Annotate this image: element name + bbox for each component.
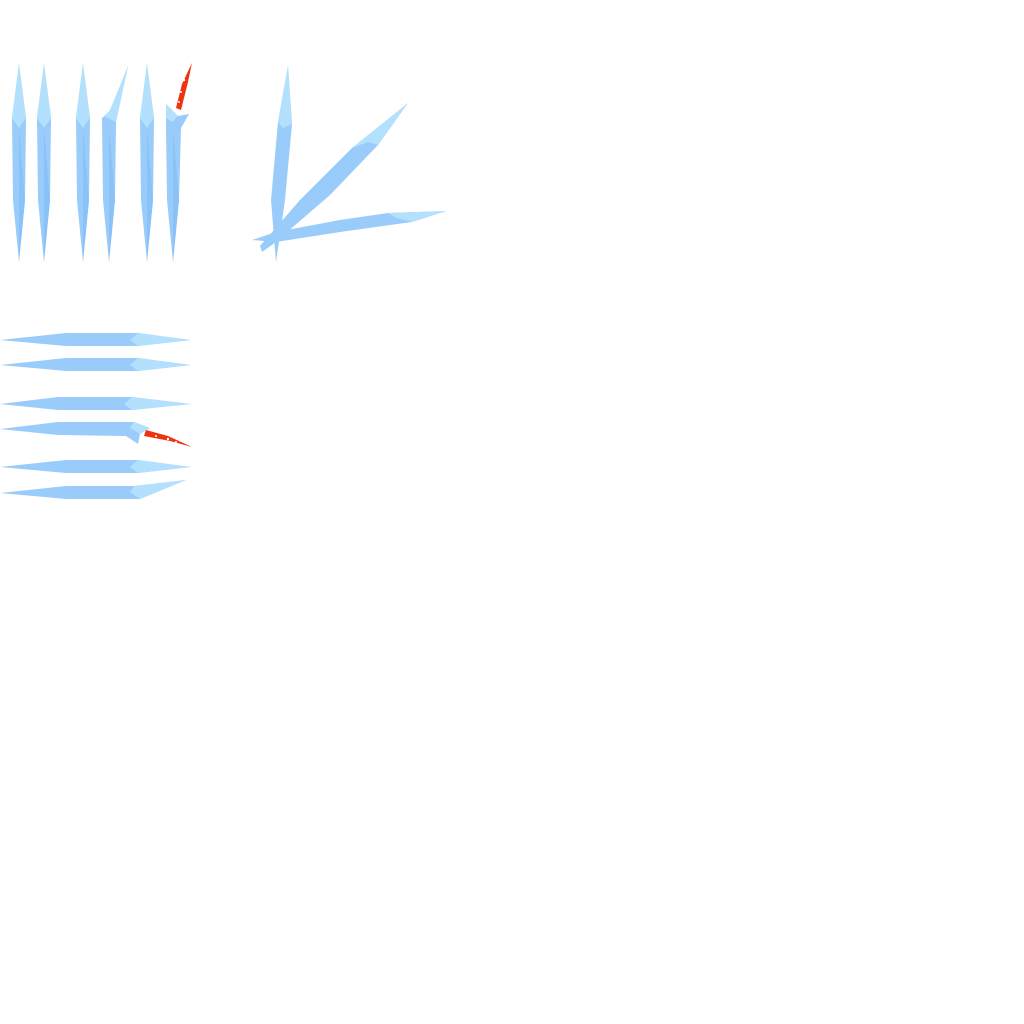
cracked-tip-red [176,63,192,110]
horizontal-blade-1 [0,333,191,346]
vertical-blades-group [12,63,192,262]
vertical-blade-5 [140,64,154,262]
horizontal-blade-5 [0,460,191,473]
vertical-blade-3 [76,64,90,262]
horizontal-blade-6-bent [0,480,186,499]
fanned-blades-group [252,66,446,262]
vertical-blade-4-bent [102,66,128,262]
fanned-blade-up [271,66,292,262]
horizontal-blade-3 [0,397,191,410]
vertical-blade-2 [37,64,51,262]
horizontal-blades-group [0,333,192,499]
fanned-blade-diagonal [260,103,408,252]
horizontal-blade-4-cracked [0,422,192,447]
vertical-blade-1 [12,64,26,262]
fanned-blade-flat [252,211,446,242]
horizontal-blade-2 [0,358,191,371]
vertical-blade-6-cracked [166,63,192,262]
